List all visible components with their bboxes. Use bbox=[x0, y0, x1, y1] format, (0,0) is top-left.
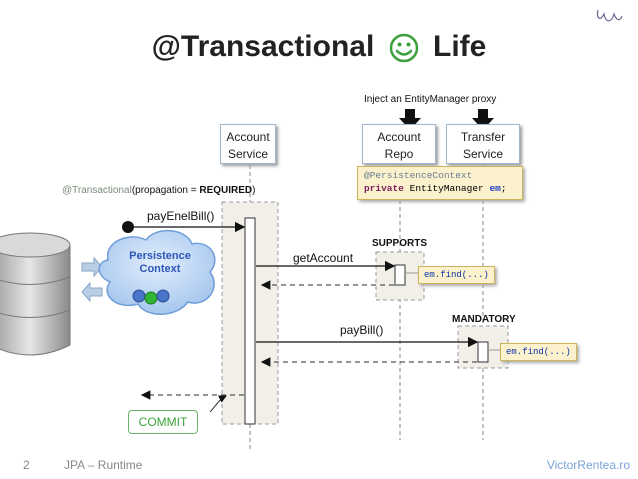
pay-enel-bill-label: payEnelBill() bbox=[147, 209, 215, 223]
code-field: em bbox=[489, 183, 501, 194]
pc-line1: Persistence bbox=[129, 250, 191, 262]
code-type: EntityManager bbox=[403, 183, 490, 194]
persistence-context-code: @PersistenceContext private EntityManage… bbox=[357, 166, 523, 200]
account-repo-box: Account Repo bbox=[362, 124, 436, 164]
em-find-box-1: em.find(...) bbox=[418, 266, 495, 284]
mandatory-label: MANDATORY bbox=[452, 314, 516, 325]
inject-label: Inject an EntityManager proxy bbox=[364, 94, 497, 105]
signature-logo bbox=[596, 9, 623, 22]
account-repo-activation bbox=[394, 264, 406, 286]
smiley-icon bbox=[389, 33, 418, 63]
sync-arrows-icon bbox=[81, 256, 103, 303]
database-icon bbox=[0, 232, 71, 356]
tx-value: REQUIRED bbox=[199, 185, 253, 196]
get-account-label: getAccount bbox=[293, 251, 354, 265]
account-repo-line2: Repo bbox=[384, 147, 414, 161]
pc-line2: Context bbox=[139, 263, 181, 275]
em-find-box-2: em.find(...) bbox=[500, 343, 577, 361]
start-dot bbox=[122, 221, 134, 233]
transactional-label: @Transactional(propagation = REQUIRED) bbox=[62, 185, 256, 196]
transfer-service-line2: Service bbox=[462, 147, 503, 161]
code-annotation: @PersistenceContext bbox=[364, 170, 473, 181]
transfer-service-activation bbox=[477, 341, 489, 363]
commit-box: COMMIT bbox=[128, 410, 198, 434]
account-repo-line1: Account bbox=[377, 130, 421, 144]
footer-text: JPA – Runtime bbox=[64, 458, 143, 472]
code-keyword: private bbox=[364, 183, 404, 194]
supports-label: SUPPORTS bbox=[372, 238, 428, 249]
persistence-context-cloud bbox=[98, 229, 216, 315]
transfer-service-line1: Transfer bbox=[460, 130, 506, 144]
account-service-activation bbox=[244, 217, 256, 425]
pay-bill-label: payBill() bbox=[340, 323, 384, 337]
code-end: ; bbox=[500, 183, 507, 194]
transfer-service-box: Transfer Service bbox=[446, 124, 520, 164]
title-life: Life bbox=[433, 30, 487, 63]
account-service-box: Account Service bbox=[220, 124, 276, 164]
slide-number: 2 bbox=[23, 458, 30, 472]
tx-close: ) bbox=[252, 185, 256, 196]
persistence-context-label: Persistence Context bbox=[116, 250, 204, 276]
slide-title: @Transactional Life bbox=[0, 30, 638, 64]
footer-author: VictorRentea.ro bbox=[546, 458, 630, 472]
title-annotation: @Transactional bbox=[151, 30, 375, 63]
tx-annotation: @Transactional bbox=[62, 185, 132, 196]
tx-open: (propagation = bbox=[131, 185, 200, 196]
account-service-line2: Service bbox=[227, 147, 268, 161]
account-service-line1: Account bbox=[226, 130, 270, 144]
